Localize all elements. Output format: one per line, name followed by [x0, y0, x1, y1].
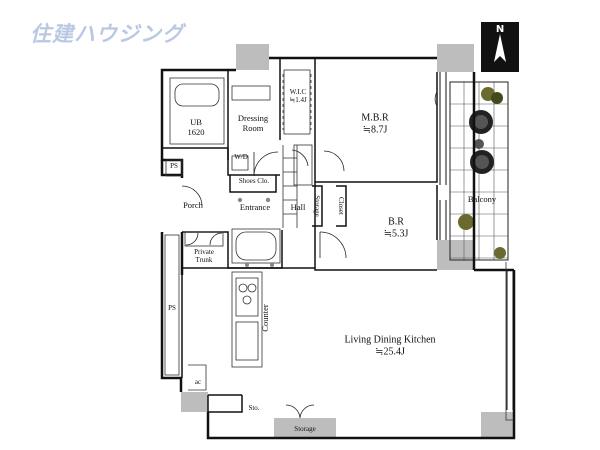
ldk-label: Living Dining Kitchen≒25.4J: [344, 334, 436, 358]
balcony-label: Balcony: [467, 194, 497, 205]
shoes-closet-label: Shoes Clo.: [238, 176, 270, 185]
balcony-plants: [458, 87, 506, 259]
windows: [439, 72, 514, 410]
structural-columns: [181, 44, 513, 438]
washer-dryer-label: W/D: [234, 152, 248, 161]
aircon-label: ac: [194, 377, 202, 386]
interior-walls: [162, 58, 438, 413]
sto-label: Sto.: [248, 403, 260, 412]
bedroom-label: B.R≒5.3J: [383, 216, 409, 240]
storage-label: Storage: [294, 424, 316, 433]
ps-top-label: PS: [170, 161, 178, 170]
closet-label: Closet: [337, 197, 346, 215]
wic-label: W.I.C≒1.4J: [289, 87, 307, 104]
hall-label: Hall: [290, 202, 306, 213]
north-compass: N: [481, 22, 519, 72]
brand-logo: 住建ハウジング: [30, 22, 184, 46]
door-swings: [181, 91, 438, 419]
compass-label: N: [495, 24, 505, 35]
porch-label: Porch: [183, 200, 203, 211]
fixtures: [164, 69, 514, 421]
compass-arrow-icon: [494, 34, 506, 62]
vent-dots: [237, 197, 274, 267]
entrance-label: Entrance: [239, 202, 271, 213]
counter-label: Counter: [260, 304, 271, 332]
master-bedroom-label: M.B.R≒8.7J: [361, 112, 389, 136]
storage-vertical-label: Storage: [313, 195, 322, 217]
ps-left-label: PS: [168, 303, 176, 312]
